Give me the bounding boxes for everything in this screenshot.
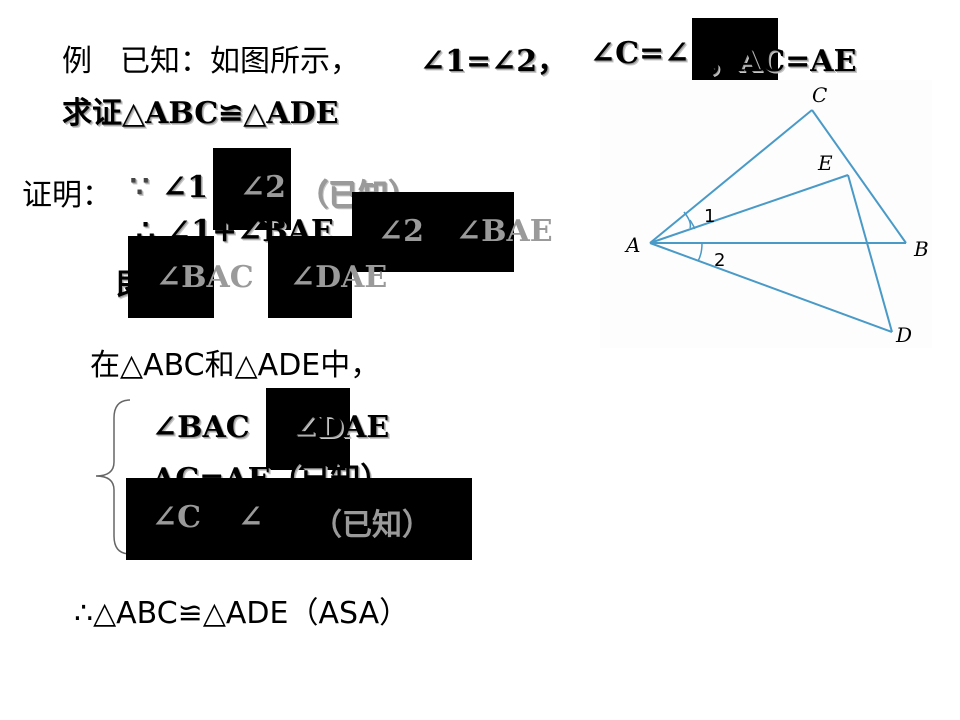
proof-line3-bac: ∠BAC [156,260,254,295]
line-AE [649,174,849,244]
figure-lines [649,109,907,333]
line-ED [847,174,893,333]
point-label-E: E [817,151,833,175]
condition-3-angle: ∠ [238,500,264,535]
because-symbol: ∵ [130,170,150,205]
given-label: 已知：如图所示， [120,44,360,79]
proof-line2-angle-bae: ∠BAE [456,214,553,249]
condition-1-dae: ∠DAE [292,410,390,445]
in-triangles-text: 在△ABC和△ADE中， [90,348,381,383]
proof-label: 证明： [22,178,112,213]
redaction-box [692,18,778,80]
line-AC [649,109,813,244]
example-label: 例 [62,44,92,79]
triangle-figure-svg: C E A B D 1 2 [624,83,929,347]
redaction-box [126,478,472,560]
angle-arc-1 [689,219,696,230]
angle-arc-2 [697,242,703,262]
condition-3-reason: （已知） [312,508,432,543]
conclusion: ∴△ABC≌△ADE（ASA） [74,596,410,631]
redaction-box [128,236,214,318]
point-label-B: B [913,237,929,261]
redaction-box [266,388,350,470]
triangle-figure: C E A B D 1 2 [600,80,932,348]
line-AD [649,242,893,333]
redaction-box [213,148,291,230]
left-brace [95,399,131,555]
given-condition-1: ∠1=∠2， [420,44,568,79]
given-condition-2: ∠C=∠ [590,36,690,71]
point-label-D: D [895,323,912,347]
proof-line1-angle1: ∠1 [162,170,209,205]
proof-line1-angle2: ∠2 [240,170,287,205]
given-condition-3: ，AC=AE [708,44,857,79]
redaction-box [352,192,514,272]
redaction-box [268,236,352,318]
point-label-C: C [812,83,827,107]
angle-arc-1b [683,211,692,229]
angle-label-2: 2 [714,250,725,271]
proof-line3-dae: ∠DAE [290,260,388,295]
point-label-A: A [624,233,640,257]
proof-line2-angle2: ∠2 [378,214,425,249]
prove-statement: 求证△ABC≌△ADE [62,96,339,131]
condition-1-bac: ∠BAC [152,410,250,445]
line-CB [811,109,907,244]
condition-3-angle-c: ∠C [152,500,202,535]
angle-label-1: 1 [704,206,715,227]
